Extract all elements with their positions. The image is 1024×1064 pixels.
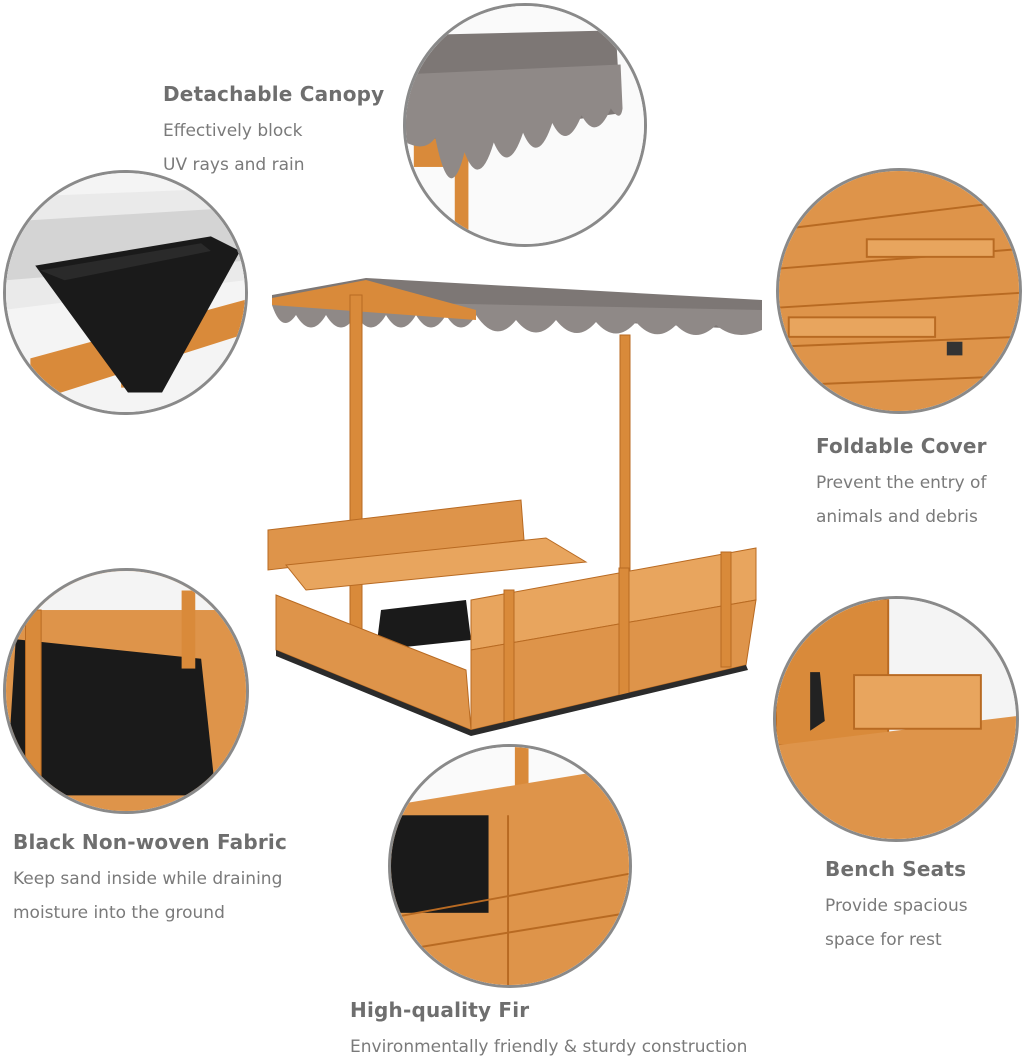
canopy-frame	[272, 280, 476, 320]
feature-canopy-line-1: Effectively block	[163, 121, 303, 141]
feature-fabric: Black Non-woven Fabric Keep sand inside …	[13, 830, 287, 930]
feature-fabric-line-2: moisture into the ground	[13, 903, 225, 923]
canopy-closeup-image	[403, 3, 647, 247]
feature-canopy-line-2: UV rays and rain	[163, 155, 305, 175]
cover-closeup-image	[776, 168, 1022, 414]
feature-bench: Bench Seats Provide spacious space for r…	[825, 857, 968, 957]
feature-fabric-line-1: Keep sand inside while draining	[13, 869, 283, 889]
strap-closeup-image	[3, 170, 248, 415]
pole-back-right	[619, 334, 631, 576]
sandbox-main-image	[266, 270, 766, 740]
feature-fabric-title: Black Non-woven Fabric	[13, 830, 288, 854]
bench-closeup-image	[773, 596, 1019, 842]
fir-closeup-image	[388, 744, 632, 988]
feature-fir: High-quality Fir Environmentally friendl…	[350, 998, 747, 1064]
back-bench-seat	[285, 537, 588, 591]
feature-canopy-title: Detachable Canopy	[163, 82, 385, 106]
feature-fir-line-1: Environmentally friendly & sturdy constr…	[350, 1037, 748, 1057]
feature-cover: Foldable Cover Prevent the entry of anim…	[816, 434, 987, 534]
feature-cover-title: Foldable Cover	[816, 434, 987, 458]
feature-bench-title: Bench Seats	[825, 857, 967, 881]
feature-canopy: Detachable Canopy Effectively block UV r…	[163, 82, 384, 182]
feature-bench-line-2: space for rest	[825, 930, 942, 950]
feature-fir-title: High-quality Fir	[350, 998, 530, 1022]
feature-bench-line-1: Provide spacious	[825, 896, 968, 916]
feature-cover-line-1: Prevent the entry of	[816, 473, 987, 493]
fabric-closeup-image	[3, 568, 249, 814]
pole-front-left	[349, 294, 363, 676]
sandbox-illustration	[267, 278, 762, 736]
feature-cover-line-2: animals and debris	[816, 507, 978, 527]
interior-fabric	[376, 600, 471, 650]
